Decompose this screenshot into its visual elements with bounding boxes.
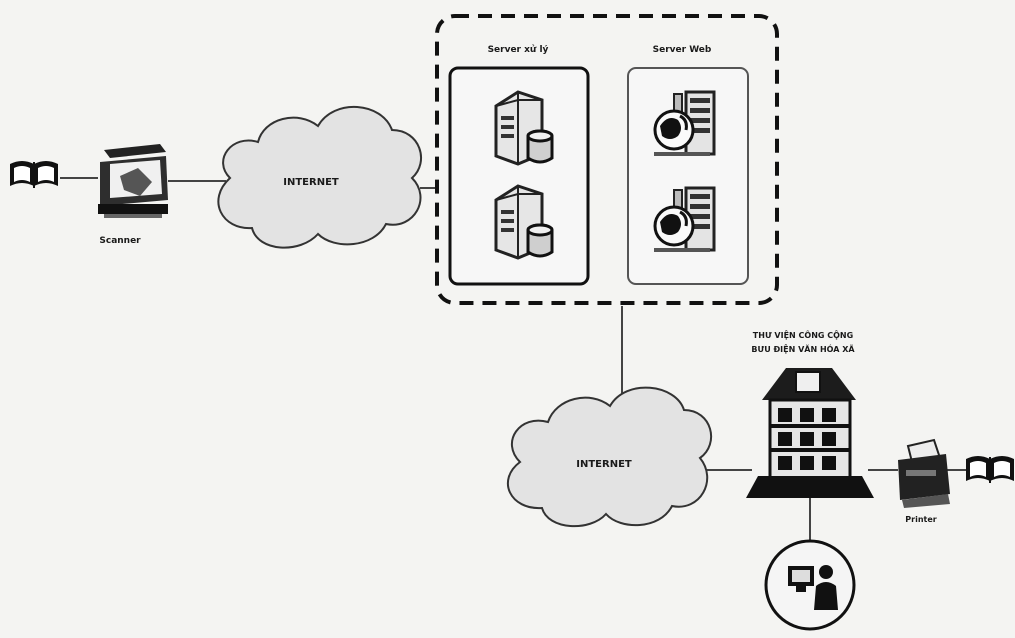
- scanner-label: Scanner: [99, 236, 141, 246]
- user-workstation-icon: [764, 539, 856, 631]
- book-icon-left: [10, 161, 58, 188]
- internet-label-top: INTERNET: [283, 177, 339, 188]
- library-label-line2: BƯU ĐIỆN VĂN HÓA XÃ: [751, 343, 855, 354]
- server-processing-group: [448, 66, 590, 286]
- book-icon-right: [966, 456, 1014, 483]
- printer-label: Printer: [905, 515, 936, 524]
- server-web-label: Server Web: [653, 45, 712, 55]
- internet-cloud-top: [217, 105, 422, 249]
- printer-icon: [898, 438, 950, 508]
- library-label-line1: THƯ VIỆN CÔNG CỘNG: [753, 329, 853, 340]
- server-processing-label: Server xử lý: [488, 44, 549, 55]
- scanner-icon: [98, 144, 168, 218]
- internet-label-bottom: INTERNET: [576, 459, 632, 470]
- library-building-icon: [746, 368, 874, 498]
- datacenter-boundary: [435, 14, 779, 305]
- internet-cloud-bottom: [507, 386, 713, 527]
